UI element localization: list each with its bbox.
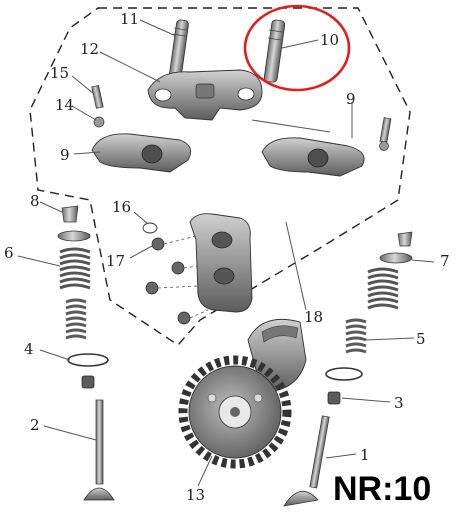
part-10-stud: [263, 19, 286, 83]
callout-13: 13: [186, 486, 205, 504]
callout-15: 15: [50, 64, 69, 82]
callout-4: 4: [24, 340, 34, 358]
callout-14: 14: [55, 96, 74, 114]
part-15-adjuster-screw-left: [91, 84, 104, 109]
part-13-camshaft-sprocket: [178, 318, 307, 469]
callout-9-right: 9: [346, 90, 356, 108]
part-18-camshaft-holder: [189, 213, 253, 313]
leader-lines: [17, 19, 435, 487]
part-12-rocker-bracket: [147, 69, 263, 121]
part-5-inner-spring-right: [345, 318, 367, 354]
part-8-valve-cotter-right: [397, 231, 413, 247]
part-8-valve-cotter-left: [61, 205, 79, 223]
callout-11: 11: [120, 10, 139, 28]
callout-7: 7: [440, 252, 450, 270]
part-4-spring-seat-right: [325, 367, 363, 381]
callout-labels: 11 10 12 15 14 9 9 8 16 17 6 7 18 5 4 3 …: [4, 10, 450, 504]
callout-9-left: 9: [60, 146, 70, 164]
part-5-inner-spring-left: [65, 298, 87, 340]
assembly-boundary-dashed: [29, 7, 411, 346]
part-6-outer-spring-left: [59, 247, 91, 290]
part-9-rocker-arm-right: [261, 137, 365, 177]
part-4-spring-seat-left: [67, 353, 109, 367]
part-11-stud: [169, 19, 189, 79]
part-3-valve-seal-left: [81, 375, 95, 389]
callout-3: 3: [394, 394, 404, 412]
part-1-valve-right: [283, 415, 330, 507]
part-9-rocker-arm-left: [91, 133, 192, 173]
adjuster-screw-right: [379, 117, 392, 151]
callout-12: 12: [80, 40, 99, 58]
part-number-label: NR:10: [333, 470, 431, 508]
callout-17: 17: [106, 252, 125, 270]
part-6-outer-spring-right: [367, 267, 399, 310]
part-17-bolts: [145, 235, 209, 325]
callout-8: 8: [30, 192, 40, 210]
part-2-valve-left: [83, 399, 115, 501]
part-7-spring-retainer-right: [379, 252, 413, 264]
highlight-circle-part-10: [243, 4, 351, 92]
callout-1: 1: [360, 446, 370, 464]
part-3-valve-seal-right: [327, 391, 341, 405]
part-6-spring-retainer-left: [57, 230, 91, 242]
callout-18: 18: [304, 308, 323, 326]
callout-2: 2: [30, 416, 40, 434]
callout-16: 16: [112, 198, 131, 216]
callout-6: 6: [4, 244, 14, 262]
part-14-lock-nut-left: [93, 116, 105, 128]
callout-10: 10: [320, 31, 339, 49]
part-16-washer: [142, 222, 158, 234]
callout-5: 5: [416, 330, 426, 348]
